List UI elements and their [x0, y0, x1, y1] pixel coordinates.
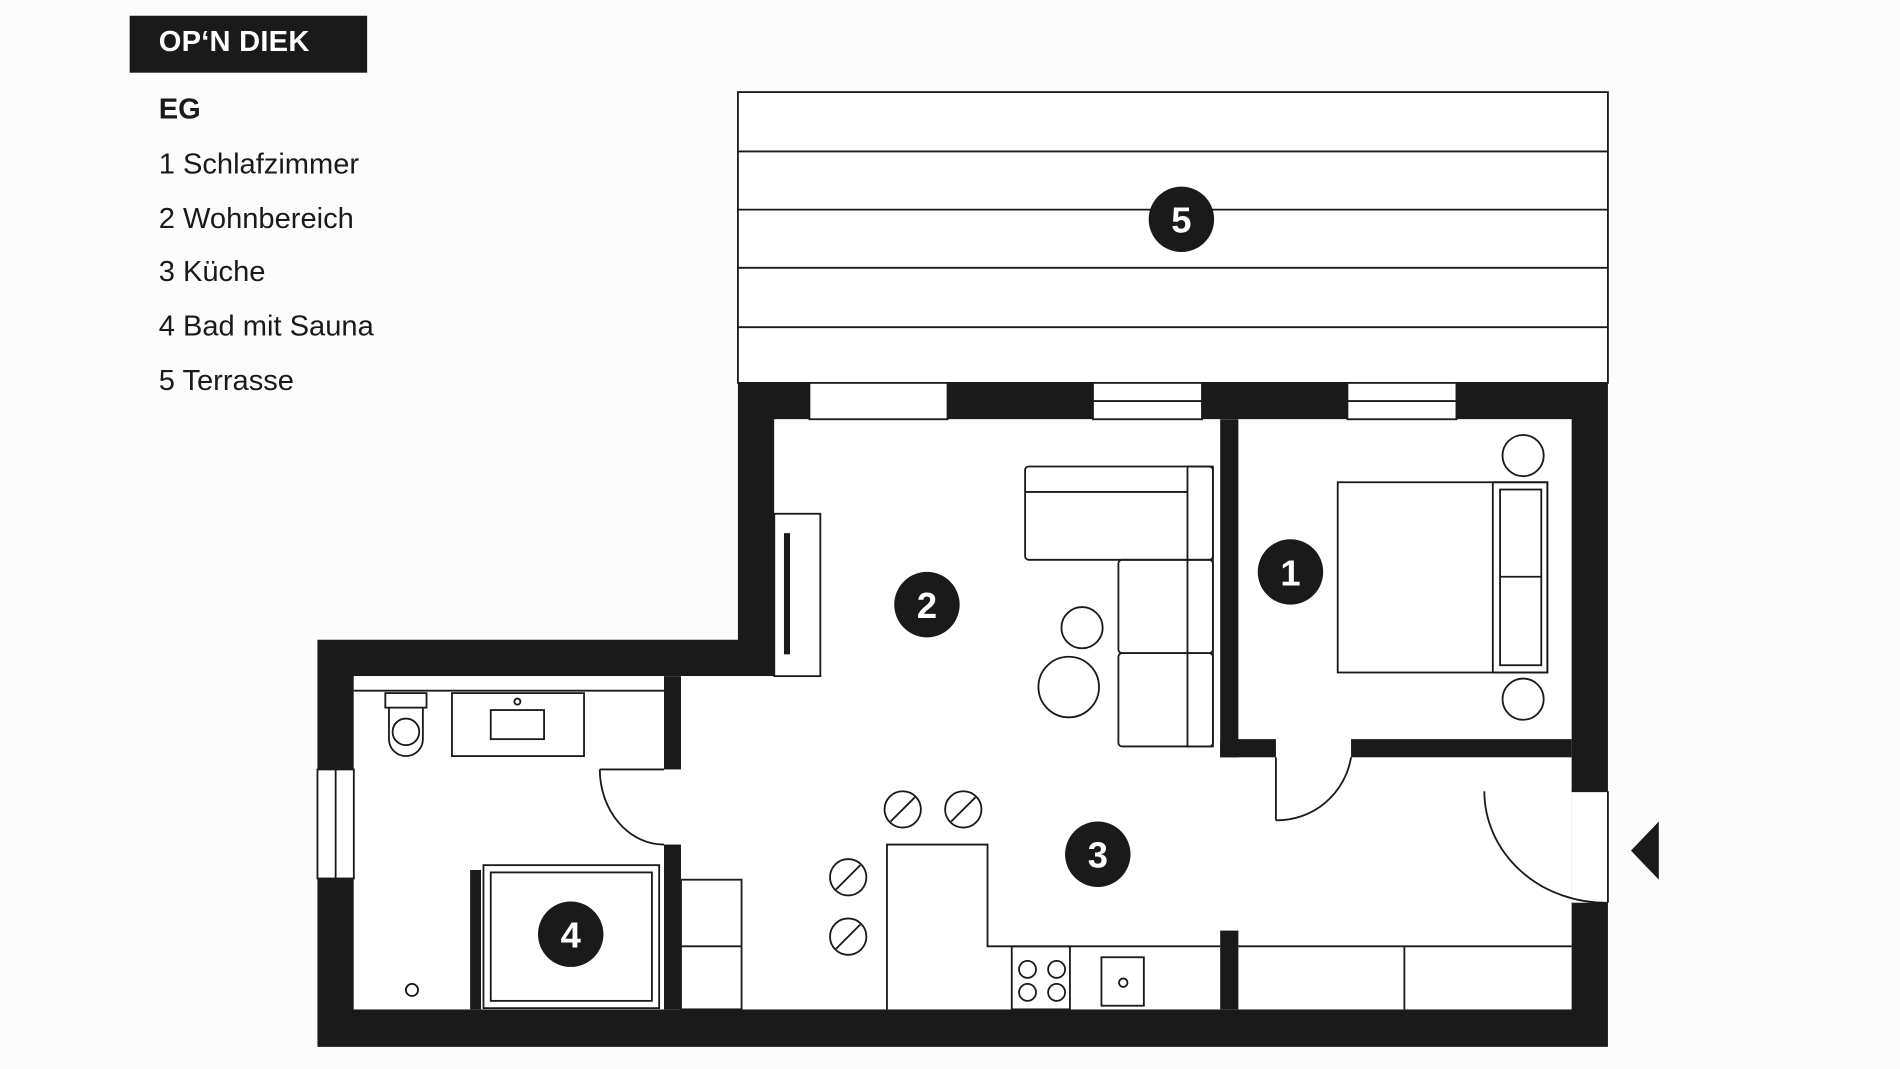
- bar-stools: [829, 790, 983, 956]
- entrance-arrow-icon: [1630, 821, 1659, 880]
- svg-text:4: 4: [561, 915, 582, 956]
- title-banner: OP‘N DIEK: [129, 15, 368, 73]
- legend-item-1: 1 Schlafzimmer: [158, 147, 360, 181]
- svg-text:3: 3: [1088, 835, 1108, 876]
- tv-unit: [773, 512, 822, 678]
- svg-text:1: 1: [1280, 552, 1300, 593]
- legend-item-4: 4 Bad mit Sauna: [158, 310, 374, 343]
- coffee-table: [1037, 655, 1100, 719]
- room-marker-5: 5: [1148, 186, 1215, 253]
- bedroom-door: [1275, 757, 1352, 822]
- nightstand: [1501, 677, 1545, 721]
- room-marker-4: 4: [537, 901, 604, 967]
- room-marker-1: 1: [1257, 539, 1324, 605]
- room-legend: EG 1 Schlafzimmer 2 Wohnbereich 3 Küche …: [159, 90, 374, 415]
- legend-item-3: 3 Küche: [158, 256, 266, 289]
- kitchen: [886, 843, 1572, 1011]
- svg-text:2: 2: [917, 585, 937, 626]
- floor-label: EG: [158, 93, 201, 127]
- room-marker-3: 3: [1065, 821, 1131, 887]
- bathroom-fixtures: [353, 689, 665, 1010]
- nightstand: [1501, 434, 1545, 478]
- bathroom-door: [598, 768, 665, 846]
- sofa: [1024, 465, 1214, 748]
- legend-item-5: 5 Terrasse: [158, 364, 294, 398]
- shelf: [680, 878, 743, 1011]
- title: OP‘N DIEK: [158, 25, 310, 59]
- room-marker-2: 2: [894, 571, 960, 638]
- entrance-door: [1483, 790, 1610, 904]
- windows: [316, 381, 1458, 880]
- side-table: [1060, 606, 1104, 650]
- interior-walls: [470, 419, 1572, 1010]
- svg-text:5: 5: [1171, 200, 1191, 241]
- legend-item-2: 2 Wohnbereich: [158, 201, 354, 235]
- bed: [1336, 481, 1549, 674]
